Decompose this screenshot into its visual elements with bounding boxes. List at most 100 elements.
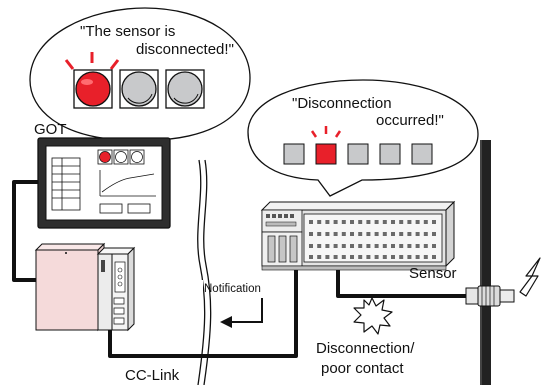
arrow-icon bbox=[220, 298, 263, 328]
terminal-screw bbox=[415, 244, 420, 248]
terminal-screw bbox=[407, 220, 412, 224]
terminal-screw bbox=[317, 220, 322, 224]
gray-lamp-icon bbox=[165, 69, 205, 109]
break-line bbox=[197, 159, 206, 385]
terminal-screw bbox=[325, 220, 330, 224]
terminal-screw bbox=[391, 244, 395, 248]
io-module bbox=[260, 200, 456, 271]
gray-lamp-icon bbox=[411, 143, 433, 165]
got-screen-button bbox=[99, 203, 123, 214]
io-message-line2: occurred!" bbox=[376, 112, 444, 129]
terminal-screw bbox=[423, 220, 428, 224]
cclink-cable bbox=[108, 264, 298, 358]
terminal-screw bbox=[309, 232, 313, 236]
red-lamp-icon bbox=[310, 126, 342, 165]
proximity-sensor bbox=[465, 285, 515, 307]
gray-lamp-icon bbox=[119, 69, 159, 109]
mounting-pole bbox=[480, 140, 491, 385]
terminal-screw bbox=[423, 232, 428, 236]
fault-label-line2: poor contact bbox=[321, 360, 404, 377]
terminal-screw bbox=[374, 255, 379, 259]
terminal-screw bbox=[432, 220, 436, 224]
terminal-screw bbox=[325, 232, 330, 236]
break-line bbox=[203, 159, 212, 385]
terminal-screw bbox=[382, 255, 387, 259]
terminal-screw bbox=[309, 255, 313, 259]
terminal-screw bbox=[325, 255, 330, 259]
terminal-screw bbox=[382, 220, 387, 224]
terminal-screw bbox=[391, 232, 395, 236]
terminal-screw bbox=[350, 255, 354, 259]
terminal-screw bbox=[333, 255, 338, 259]
terminal-screw bbox=[358, 255, 363, 259]
terminal-screw bbox=[374, 232, 379, 236]
terminal-screw bbox=[366, 220, 371, 224]
io-speech-bubble: "Disconnection occurred!" bbox=[247, 79, 479, 197]
terminal-screw bbox=[358, 232, 363, 236]
terminal-screw bbox=[317, 232, 322, 236]
terminal-screw bbox=[366, 232, 371, 236]
terminal-screw bbox=[407, 255, 412, 259]
gray-lamp-icon bbox=[283, 143, 305, 165]
lightning-icon bbox=[519, 257, 541, 297]
terminal-screw bbox=[374, 244, 379, 248]
fault-label-line1: Disconnection/ bbox=[316, 340, 415, 357]
terminal-screw bbox=[333, 220, 338, 224]
cclink-label: CC-Link bbox=[125, 367, 180, 384]
terminal-screw bbox=[423, 255, 428, 259]
terminal-screw bbox=[415, 255, 420, 259]
burst-icon bbox=[353, 297, 393, 335]
red-lamp-icon bbox=[64, 52, 120, 109]
terminal-screw bbox=[423, 244, 428, 248]
terminal-screw bbox=[407, 244, 412, 248]
terminal-screw bbox=[374, 220, 379, 224]
terminal-screw bbox=[432, 232, 436, 236]
terminal-screw bbox=[366, 255, 371, 259]
terminal-screw bbox=[341, 232, 346, 236]
got-message-line2: disconnected!" bbox=[136, 41, 234, 58]
terminal-screw bbox=[309, 244, 313, 248]
got-message-line1: "The sensor is bbox=[80, 23, 175, 40]
terminal-screw bbox=[415, 220, 420, 224]
sensor-cable bbox=[336, 268, 470, 298]
terminal-screw bbox=[399, 220, 404, 224]
terminal-screw bbox=[350, 244, 354, 248]
sensor-label: Sensor bbox=[409, 265, 457, 282]
terminal-screw bbox=[317, 255, 322, 259]
terminal-screw bbox=[358, 220, 363, 224]
terminal-screw bbox=[391, 255, 395, 259]
gray-lamp-icon bbox=[379, 143, 401, 165]
terminal-screw bbox=[317, 244, 322, 248]
terminal-screw bbox=[358, 244, 363, 248]
got-label: GOT bbox=[34, 121, 67, 138]
got-plc-cable bbox=[12, 180, 40, 282]
terminal-screw bbox=[341, 244, 346, 248]
got-screen-table bbox=[51, 157, 81, 211]
notification-label: Notification bbox=[204, 283, 261, 295]
terminal-screw bbox=[432, 244, 436, 248]
terminal-screw bbox=[432, 255, 436, 259]
terminal-block bbox=[309, 220, 436, 259]
got-terminal bbox=[37, 137, 171, 229]
io-message-line1: "Disconnection bbox=[292, 95, 392, 112]
terminal-screw bbox=[399, 232, 404, 236]
got-speech-bubble: "The sensor is disconnected!" bbox=[29, 7, 251, 160]
terminal-screw bbox=[341, 220, 346, 224]
terminal-screw bbox=[341, 255, 346, 259]
terminal-screw bbox=[350, 232, 354, 236]
terminal-screw bbox=[350, 220, 354, 224]
plc-unit bbox=[34, 242, 136, 332]
terminal-screw bbox=[399, 244, 404, 248]
terminal-screw bbox=[325, 244, 330, 248]
got-screen-lamps bbox=[97, 149, 145, 165]
terminal-screw bbox=[333, 232, 338, 236]
got-screen-graph bbox=[99, 170, 156, 197]
terminal-screw bbox=[399, 255, 404, 259]
terminal-screw bbox=[415, 232, 420, 236]
terminal-screw bbox=[382, 232, 387, 236]
terminal-screw bbox=[366, 244, 371, 248]
terminal-screw bbox=[391, 220, 395, 224]
terminal-screw bbox=[333, 244, 338, 248]
terminal-screw bbox=[309, 220, 313, 224]
